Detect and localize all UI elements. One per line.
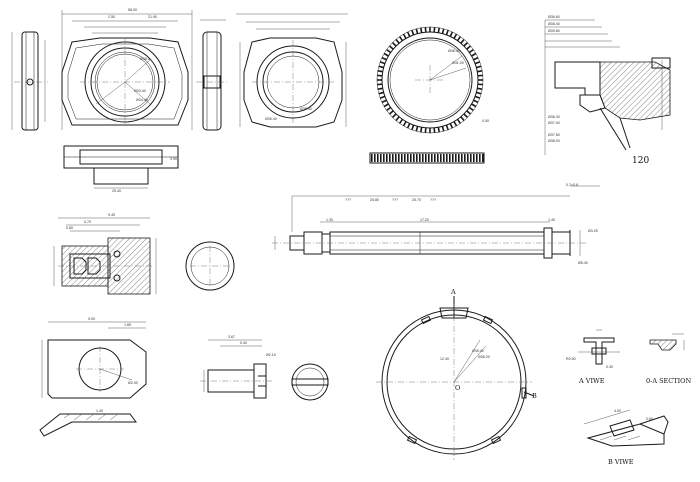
svg-text:Ø39.80: Ø39.80 — [548, 29, 560, 33]
svg-text:Ø46.40: Ø46.40 — [448, 49, 460, 53]
svg-text:1.40: 1.40 — [96, 409, 103, 413]
a-view-caption: A VIWE — [578, 377, 605, 385]
knurled-gear-front: Ø46.40 Ø41.00 0.50 — [376, 26, 489, 134]
front-view-housing-2: Ø35.40 Ø36.30 — [236, 13, 348, 128]
side-view-narrow — [196, 19, 228, 131]
view-b-marker: B — [532, 392, 537, 400]
svg-text:Ø3.25: Ø3.25 — [588, 229, 598, 233]
svg-text:Ø38.40: Ø38.40 — [548, 22, 560, 26]
svg-text:Ø5.40: Ø5.40 — [578, 261, 588, 265]
svg-text:0.80: 0.80 — [66, 226, 73, 230]
oa-section-caption: 0-A SECTION — [646, 377, 691, 385]
svg-text:4.00: 4.00 — [614, 409, 621, 413]
svg-text:25.40: 25.40 — [112, 189, 121, 193]
svg-text:Ø35.40: Ø35.40 — [472, 349, 484, 353]
housing-side-section: 25.40 3.90 — [63, 145, 179, 193]
section-a-label: A — [450, 288, 456, 296]
svg-text:Ø37.00: Ø37.00 — [548, 121, 560, 125]
svg-text:0.50: 0.50 — [482, 119, 489, 123]
svg-text:9.00: 9.00 — [88, 317, 95, 321]
svg-text:17.20: 17.20 — [420, 218, 429, 222]
svg-text:0.70: 0.70 — [84, 220, 91, 224]
oa-section-detail: 0-A SECTION — [646, 333, 691, 385]
slotted-pin-end — [291, 363, 329, 401]
hatched-pin-section: 9.45 0.70 0.80 — [53, 213, 157, 295]
small-disc-front — [185, 241, 235, 291]
svg-text:1.40: 1.40 — [548, 218, 555, 222]
svg-text:???: ??? — [392, 198, 398, 202]
svg-text:25.70: 25.70 — [412, 198, 421, 202]
svg-text:2.50: 2.50 — [108, 15, 115, 19]
svg-text:0.40: 0.40 — [240, 341, 247, 345]
side-view-thin-disc — [11, 31, 48, 131]
svg-text:0.7<0.8: 0.7<0.8 — [566, 183, 578, 187]
callout-120-label: 120 — [632, 156, 649, 166]
svg-text:Ø34.40: Ø34.40 — [136, 98, 148, 102]
center-o-label: O — [455, 384, 460, 392]
svg-text:Ø36.60: Ø36.60 — [548, 15, 560, 19]
svg-text:Ø41.00: Ø41.00 — [452, 61, 464, 65]
long-shaft: ??? 25.80 ??? 25.70 ??? 17.20 0.7<0.8 1.… — [272, 183, 600, 265]
svg-text:25.80: 25.80 — [370, 198, 379, 202]
bracket-plate: 9.00 1.65 Ø2.00 1.40 — [39, 317, 147, 437]
svg-text:1.65: 1.65 — [124, 323, 131, 327]
large-ring-with-notches: A Ø35.40 Ø36.20 12.40 O B — [376, 288, 537, 460]
svg-text:1.30: 1.30 — [326, 218, 333, 222]
b-view-detail: 4.00 0.60 B VIWE — [583, 409, 669, 466]
svg-text:R0.50: R0.50 — [566, 357, 576, 361]
b-view-caption: B VIWE — [608, 458, 634, 466]
svg-text:3.67: 3.67 — [228, 335, 235, 339]
svg-text:Ø36.30: Ø36.30 — [300, 107, 312, 111]
svg-text:56.00: 56.00 — [128, 8, 137, 12]
svg-text:Ø37.50: Ø37.50 — [548, 133, 560, 137]
svg-text:0.30: 0.30 — [606, 365, 613, 369]
knurled-gear-side — [369, 152, 485, 164]
svg-text:???: ??? — [345, 198, 351, 202]
svg-text:Ø2.10: Ø2.10 — [266, 353, 276, 357]
front-view-housing: Ø33.40 Ø34.40 Ø38.5 2.50 21.90 56.00 — [61, 8, 193, 130]
svg-text:Ø36.20: Ø36.20 — [478, 355, 490, 359]
svg-text:Ø38.5: Ø38.5 — [140, 57, 150, 61]
svg-text:21.90: 21.90 — [148, 15, 157, 19]
svg-text:Ø35.40: Ø35.40 — [265, 117, 277, 121]
slotted-pin-side: 3.67 0.40 Ø2.10 — [200, 335, 276, 399]
svg-text:9.45: 9.45 — [108, 213, 115, 217]
section-view-ring: Ø36.30 Ø37.00 Ø37.50 Ø38.00 Ø36.60 Ø38.4… — [544, 15, 671, 166]
svg-text:???: ??? — [430, 198, 436, 202]
svg-text:12.40: 12.40 — [440, 357, 449, 361]
svg-text:3.90: 3.90 — [170, 157, 177, 161]
svg-text:Ø38.00: Ø38.00 — [548, 139, 560, 143]
svg-text:Ø2.00: Ø2.00 — [128, 381, 138, 385]
svg-text:Ø33.40: Ø33.40 — [134, 89, 146, 93]
svg-text:0.60: 0.60 — [646, 417, 653, 421]
a-view-detail: R0.50 0.30 A VIWE — [566, 329, 620, 385]
svg-text:Ø36.30: Ø36.30 — [548, 115, 560, 119]
